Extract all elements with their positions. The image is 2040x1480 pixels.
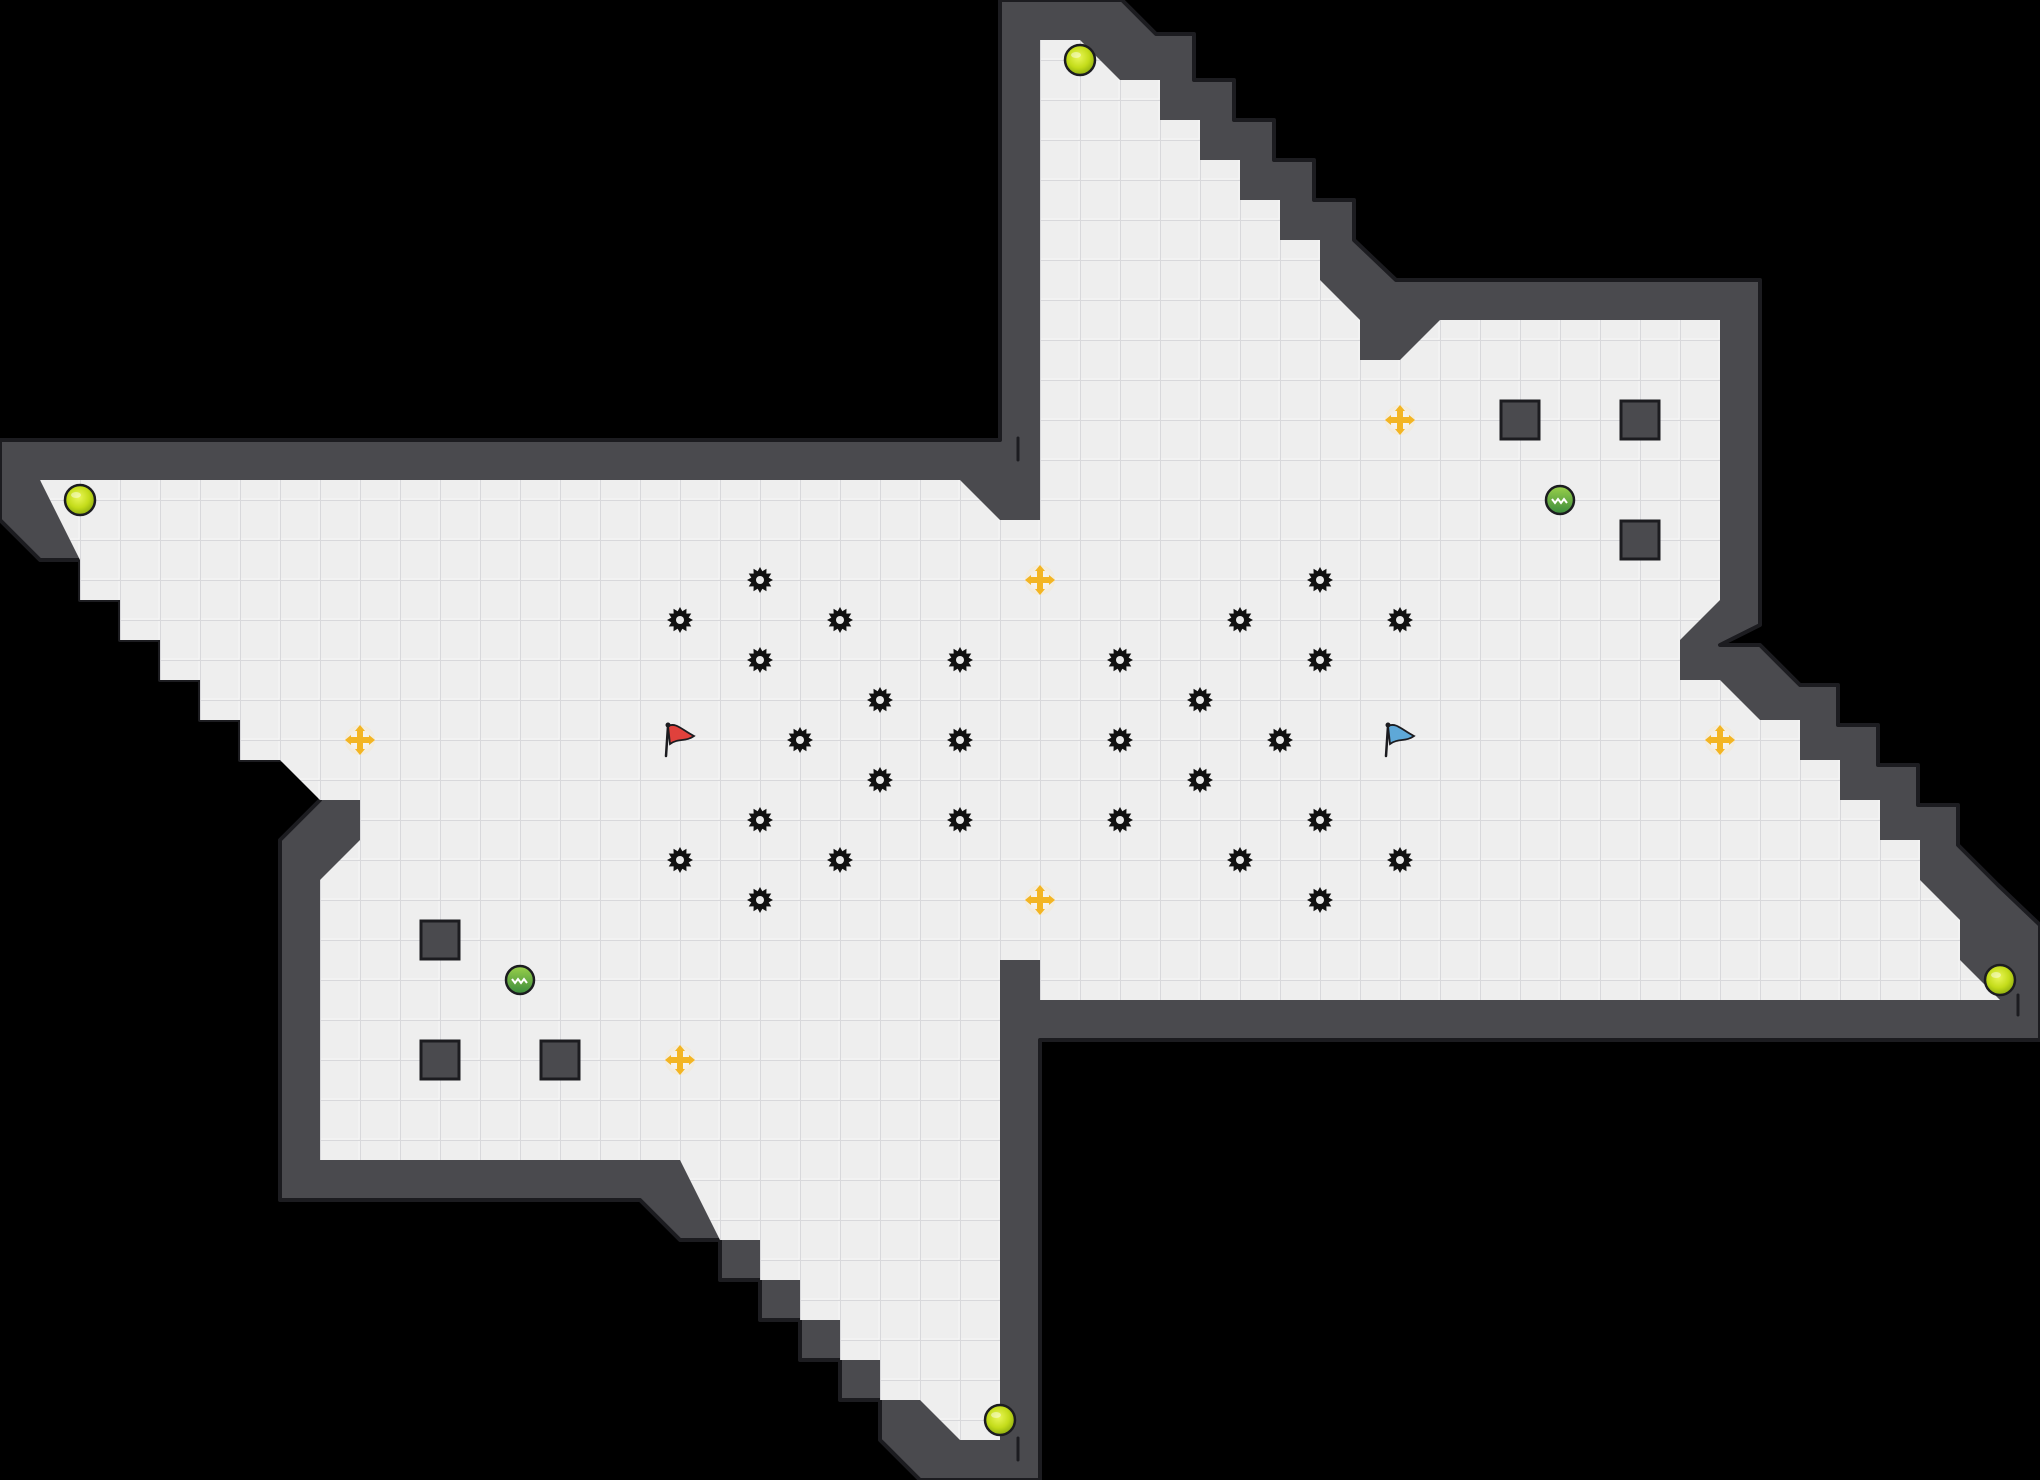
spike-hazard-icon: [747, 647, 773, 673]
wall-block: [1499, 399, 1541, 441]
spike-hazard-icon: [747, 567, 773, 593]
portal-icon: [1983, 963, 2017, 997]
red-flag-icon: [664, 722, 696, 758]
spike-hazard-icon: [1387, 607, 1413, 633]
blue-flag-icon: [1384, 722, 1416, 758]
wall-block: [539, 1039, 581, 1081]
spike-hazard-icon: [867, 687, 893, 713]
portal-icon: [1063, 43, 1097, 77]
spike-hazard-icon: [1307, 647, 1333, 673]
spike-hazard-icon: [1187, 767, 1213, 793]
speed-boost-icon: [665, 1045, 695, 1075]
spike-hazard-icon: [1387, 847, 1413, 873]
spike-hazard-icon: [1307, 567, 1333, 593]
spike-hazard-icon: [747, 887, 773, 913]
spike-hazard-icon: [667, 847, 693, 873]
speed-boost-icon: [1025, 885, 1055, 915]
wall-notches: [1016, 436, 2020, 1462]
portal-icon: [983, 1403, 1017, 1437]
spike-hazard-icon: [827, 847, 853, 873]
spike-hazard-icon: [947, 807, 973, 833]
speed-boost-icon: [1705, 725, 1735, 755]
wall-block: [419, 1039, 461, 1081]
playing-floor: [40, 40, 2000, 1440]
map-items: [63, 43, 2017, 1437]
speed-boost-icon: [345, 725, 375, 755]
spike-hazard-icon: [1107, 727, 1133, 753]
spike-hazard-icon: [867, 767, 893, 793]
wall-block: [1619, 519, 1661, 561]
spike-hazard-icon: [787, 727, 813, 753]
spike-hazard-icon: [827, 607, 853, 633]
spike-hazard-icon: [1307, 887, 1333, 913]
spike-hazard-icon: [1227, 847, 1253, 873]
bomb-icon: [504, 964, 536, 996]
spike-hazard-icon: [1187, 687, 1213, 713]
spike-hazard-icon: [1227, 607, 1253, 633]
spike-hazard-icon: [1307, 807, 1333, 833]
spike-hazard-icon: [1107, 807, 1133, 833]
spike-hazard-icon: [1107, 647, 1133, 673]
spike-hazard-icon: [747, 807, 773, 833]
spike-hazard-icon: [667, 607, 693, 633]
speed-boost-icon: [1385, 405, 1415, 435]
spike-hazard-icon: [947, 647, 973, 673]
wall-block: [419, 919, 461, 961]
spike-hazard-icon: [947, 727, 973, 753]
bomb-icon: [1544, 484, 1576, 516]
wall-block: [1619, 399, 1661, 441]
spike-hazard-icon: [1267, 727, 1293, 753]
speed-boost-icon: [1025, 565, 1055, 595]
portal-icon: [63, 483, 97, 517]
